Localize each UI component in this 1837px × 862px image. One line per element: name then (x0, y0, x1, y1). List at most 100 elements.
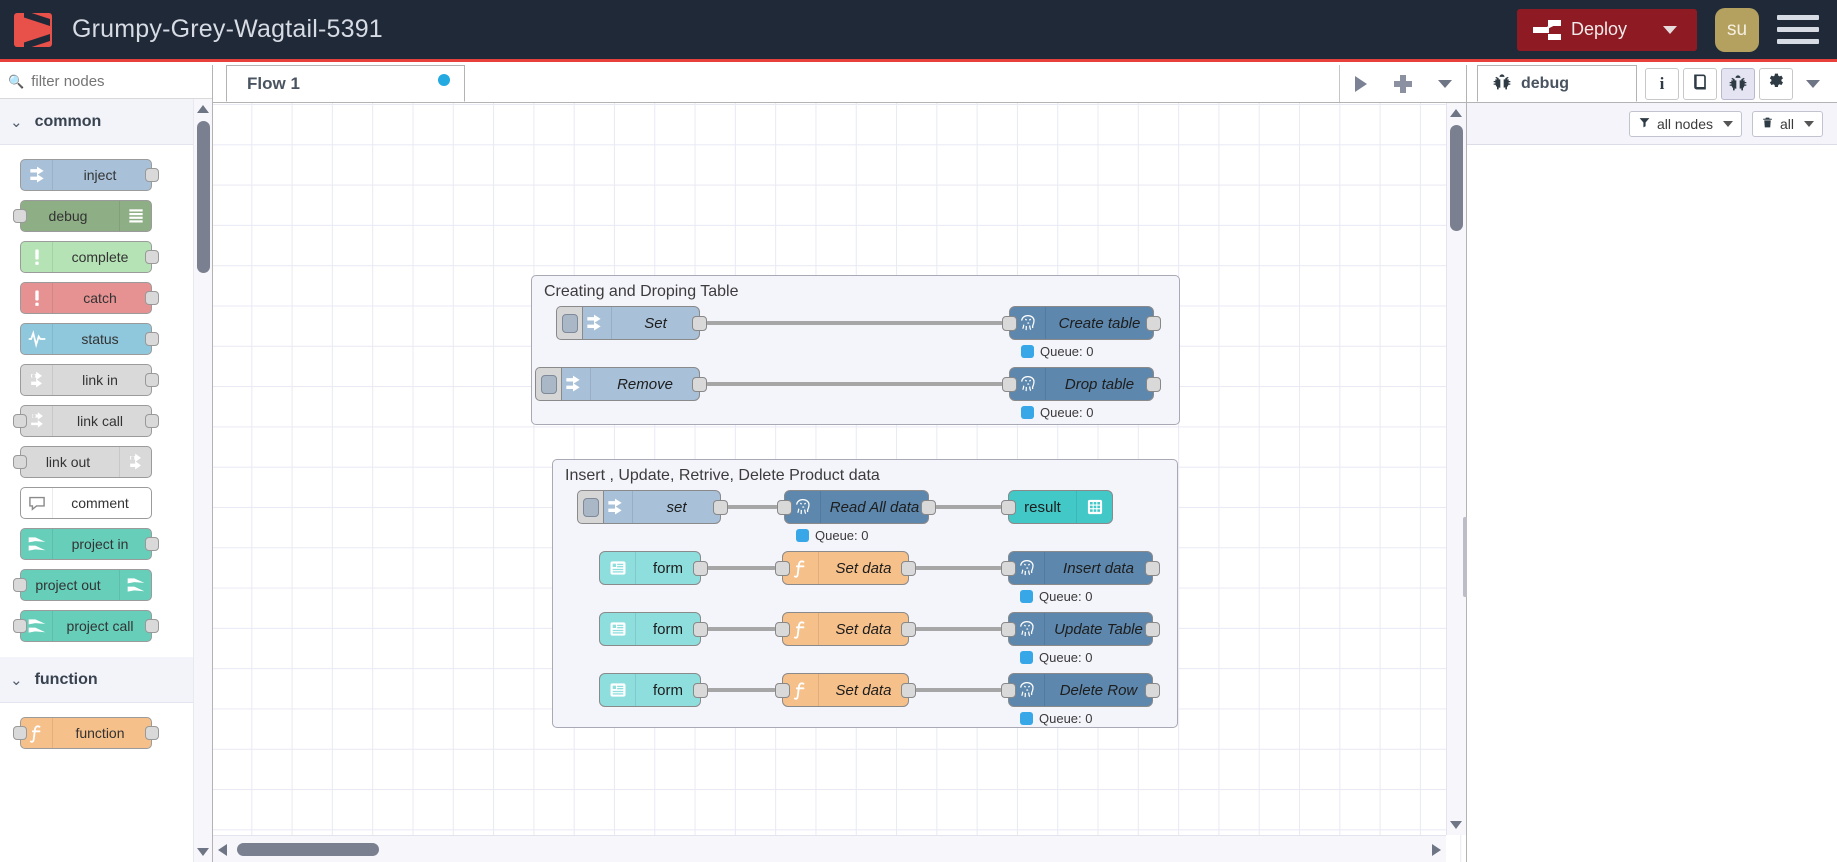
flow-wire[interactable] (915, 627, 1002, 631)
palette-node-function[interactable]: function (13, 717, 159, 749)
node-output-port[interactable] (693, 561, 708, 576)
sidebar-more-chevron-down-icon[interactable] (1806, 80, 1820, 88)
node-input-port[interactable] (13, 726, 27, 740)
node-output-port[interactable] (145, 537, 159, 551)
palette-node-debug[interactable]: debug (13, 200, 152, 232)
inject-trigger-button[interactable] (556, 306, 583, 340)
node-input-port[interactable] (13, 414, 27, 428)
flow-node-set-data[interactable]: Set data (775, 612, 916, 646)
flow-group[interactable]: Insert , Update, Retrive, Delete Product… (552, 459, 1178, 728)
node-input-port[interactable] (1001, 500, 1016, 515)
palette-node-link-call[interactable]: link call (13, 405, 159, 437)
flow-node-result[interactable]: result (1001, 490, 1113, 524)
palette-node-catch[interactable]: catch (20, 282, 159, 314)
node-output-port[interactable] (921, 500, 936, 515)
flow-wire[interactable] (707, 627, 776, 631)
flow-wire[interactable] (707, 688, 776, 692)
inject-trigger-button[interactable] (535, 367, 562, 401)
flow-node-insert-data[interactable]: Insert data (1001, 551, 1160, 585)
flow-node-form[interactable]: form (599, 612, 708, 646)
sidebar-resize-handle[interactable] (1463, 517, 1468, 597)
palette-node-inject[interactable]: inject (20, 159, 159, 191)
scroll-right-arrow-icon[interactable] (1432, 844, 1441, 856)
node-input-port[interactable] (13, 455, 27, 469)
flow-wire[interactable] (915, 566, 1002, 570)
node-input-port[interactable] (13, 619, 27, 633)
flow-node-set[interactable]: Set (556, 306, 707, 340)
node-output-port[interactable] (901, 622, 916, 637)
flow-node-update-table[interactable]: Update Table (1001, 612, 1160, 646)
palette-node-status[interactable]: status (20, 323, 159, 355)
palette-category-common[interactable]: ⌄common (0, 99, 212, 145)
hamburger-menu-icon[interactable] (1777, 10, 1819, 50)
flow-node-set-data[interactable]: Set data (775, 673, 916, 707)
node-output-port[interactable] (145, 619, 159, 633)
clear-debug-select[interactable]: all (1751, 110, 1823, 137)
palette-scrollbar[interactable] (193, 99, 212, 862)
node-input-port[interactable] (777, 500, 792, 515)
vertical-scrollbar-thumb[interactable] (1450, 125, 1463, 231)
node-output-port[interactable] (145, 414, 159, 428)
tab-debug[interactable]: debug (1477, 65, 1637, 102)
canvas-horizontal-scrollbar[interactable] (213, 835, 1446, 862)
filter-nodes-input[interactable] (31, 73, 192, 90)
palette-node-project-out[interactable]: project out (13, 569, 152, 601)
node-input-port[interactable] (13, 578, 27, 592)
flow-wire[interactable] (706, 321, 1003, 325)
palette-category-function[interactable]: ⌄function (0, 657, 212, 703)
flow-wire[interactable] (727, 505, 778, 509)
node-output-port[interactable] (145, 726, 159, 740)
node-input-port[interactable] (775, 561, 790, 576)
tab-flow-1[interactable]: Flow 1 (226, 65, 465, 102)
node-output-port[interactable] (1145, 622, 1160, 637)
debug-message-list[interactable] (1467, 210, 1837, 862)
flow-wire[interactable] (935, 505, 1002, 509)
node-output-port[interactable] (145, 291, 159, 305)
node-input-port[interactable] (1001, 622, 1016, 637)
node-output-port[interactable] (693, 683, 708, 698)
scroll-left-arrow-icon[interactable] (218, 844, 227, 856)
add-flow-button[interactable] (1382, 65, 1424, 102)
palette-node-link-in[interactable]: link in (20, 364, 159, 396)
palette-node-complete[interactable]: complete (20, 241, 159, 273)
node-output-port[interactable] (1145, 683, 1160, 698)
flow-node-drop-table[interactable]: Drop table (1002, 367, 1161, 401)
scroll-down-arrow-icon[interactable] (197, 848, 209, 856)
node-output-port[interactable] (1145, 561, 1160, 576)
node-output-port[interactable] (1146, 316, 1161, 331)
inject-trigger-button[interactable] (577, 490, 604, 524)
node-output-port[interactable] (145, 168, 159, 182)
help-tab-button[interactable] (1683, 68, 1717, 100)
node-input-port[interactable] (1002, 316, 1017, 331)
flow-wire[interactable] (706, 382, 1003, 386)
flow-node-remove[interactable]: Remove (535, 367, 707, 401)
debug-tab-button[interactable] (1721, 68, 1755, 100)
scroll-up-arrow-icon[interactable] (197, 105, 209, 113)
node-output-port[interactable] (901, 683, 916, 698)
flow-wire[interactable] (915, 688, 1002, 692)
flow-node-read-all-data[interactable]: Read All data (777, 490, 936, 524)
flow-menu-button[interactable] (1424, 65, 1466, 102)
node-input-port[interactable] (1001, 561, 1016, 576)
node-input-port[interactable] (775, 622, 790, 637)
palette-scrollbar-thumb[interactable] (197, 121, 210, 273)
node-output-port[interactable] (145, 250, 159, 264)
node-output-port[interactable] (713, 500, 728, 515)
flow-node-create-table[interactable]: Create table (1002, 306, 1161, 340)
node-output-port[interactable] (145, 332, 159, 346)
node-output-port[interactable] (145, 373, 159, 387)
node-input-port[interactable] (1001, 683, 1016, 698)
flow-node-set[interactable]: set (577, 490, 728, 524)
node-input-port[interactable] (775, 683, 790, 698)
node-output-port[interactable] (693, 622, 708, 637)
avatar[interactable]: su (1715, 7, 1759, 52)
palette-node-project-in[interactable]: project in (20, 528, 159, 560)
node-input-port[interactable] (1002, 377, 1017, 392)
node-output-port[interactable] (901, 561, 916, 576)
flow-node-form[interactable]: form (599, 551, 708, 585)
config-tab-button[interactable] (1759, 68, 1793, 100)
canvas-vertical-scrollbar[interactable] (1446, 103, 1466, 835)
flow-wire[interactable] (707, 566, 776, 570)
